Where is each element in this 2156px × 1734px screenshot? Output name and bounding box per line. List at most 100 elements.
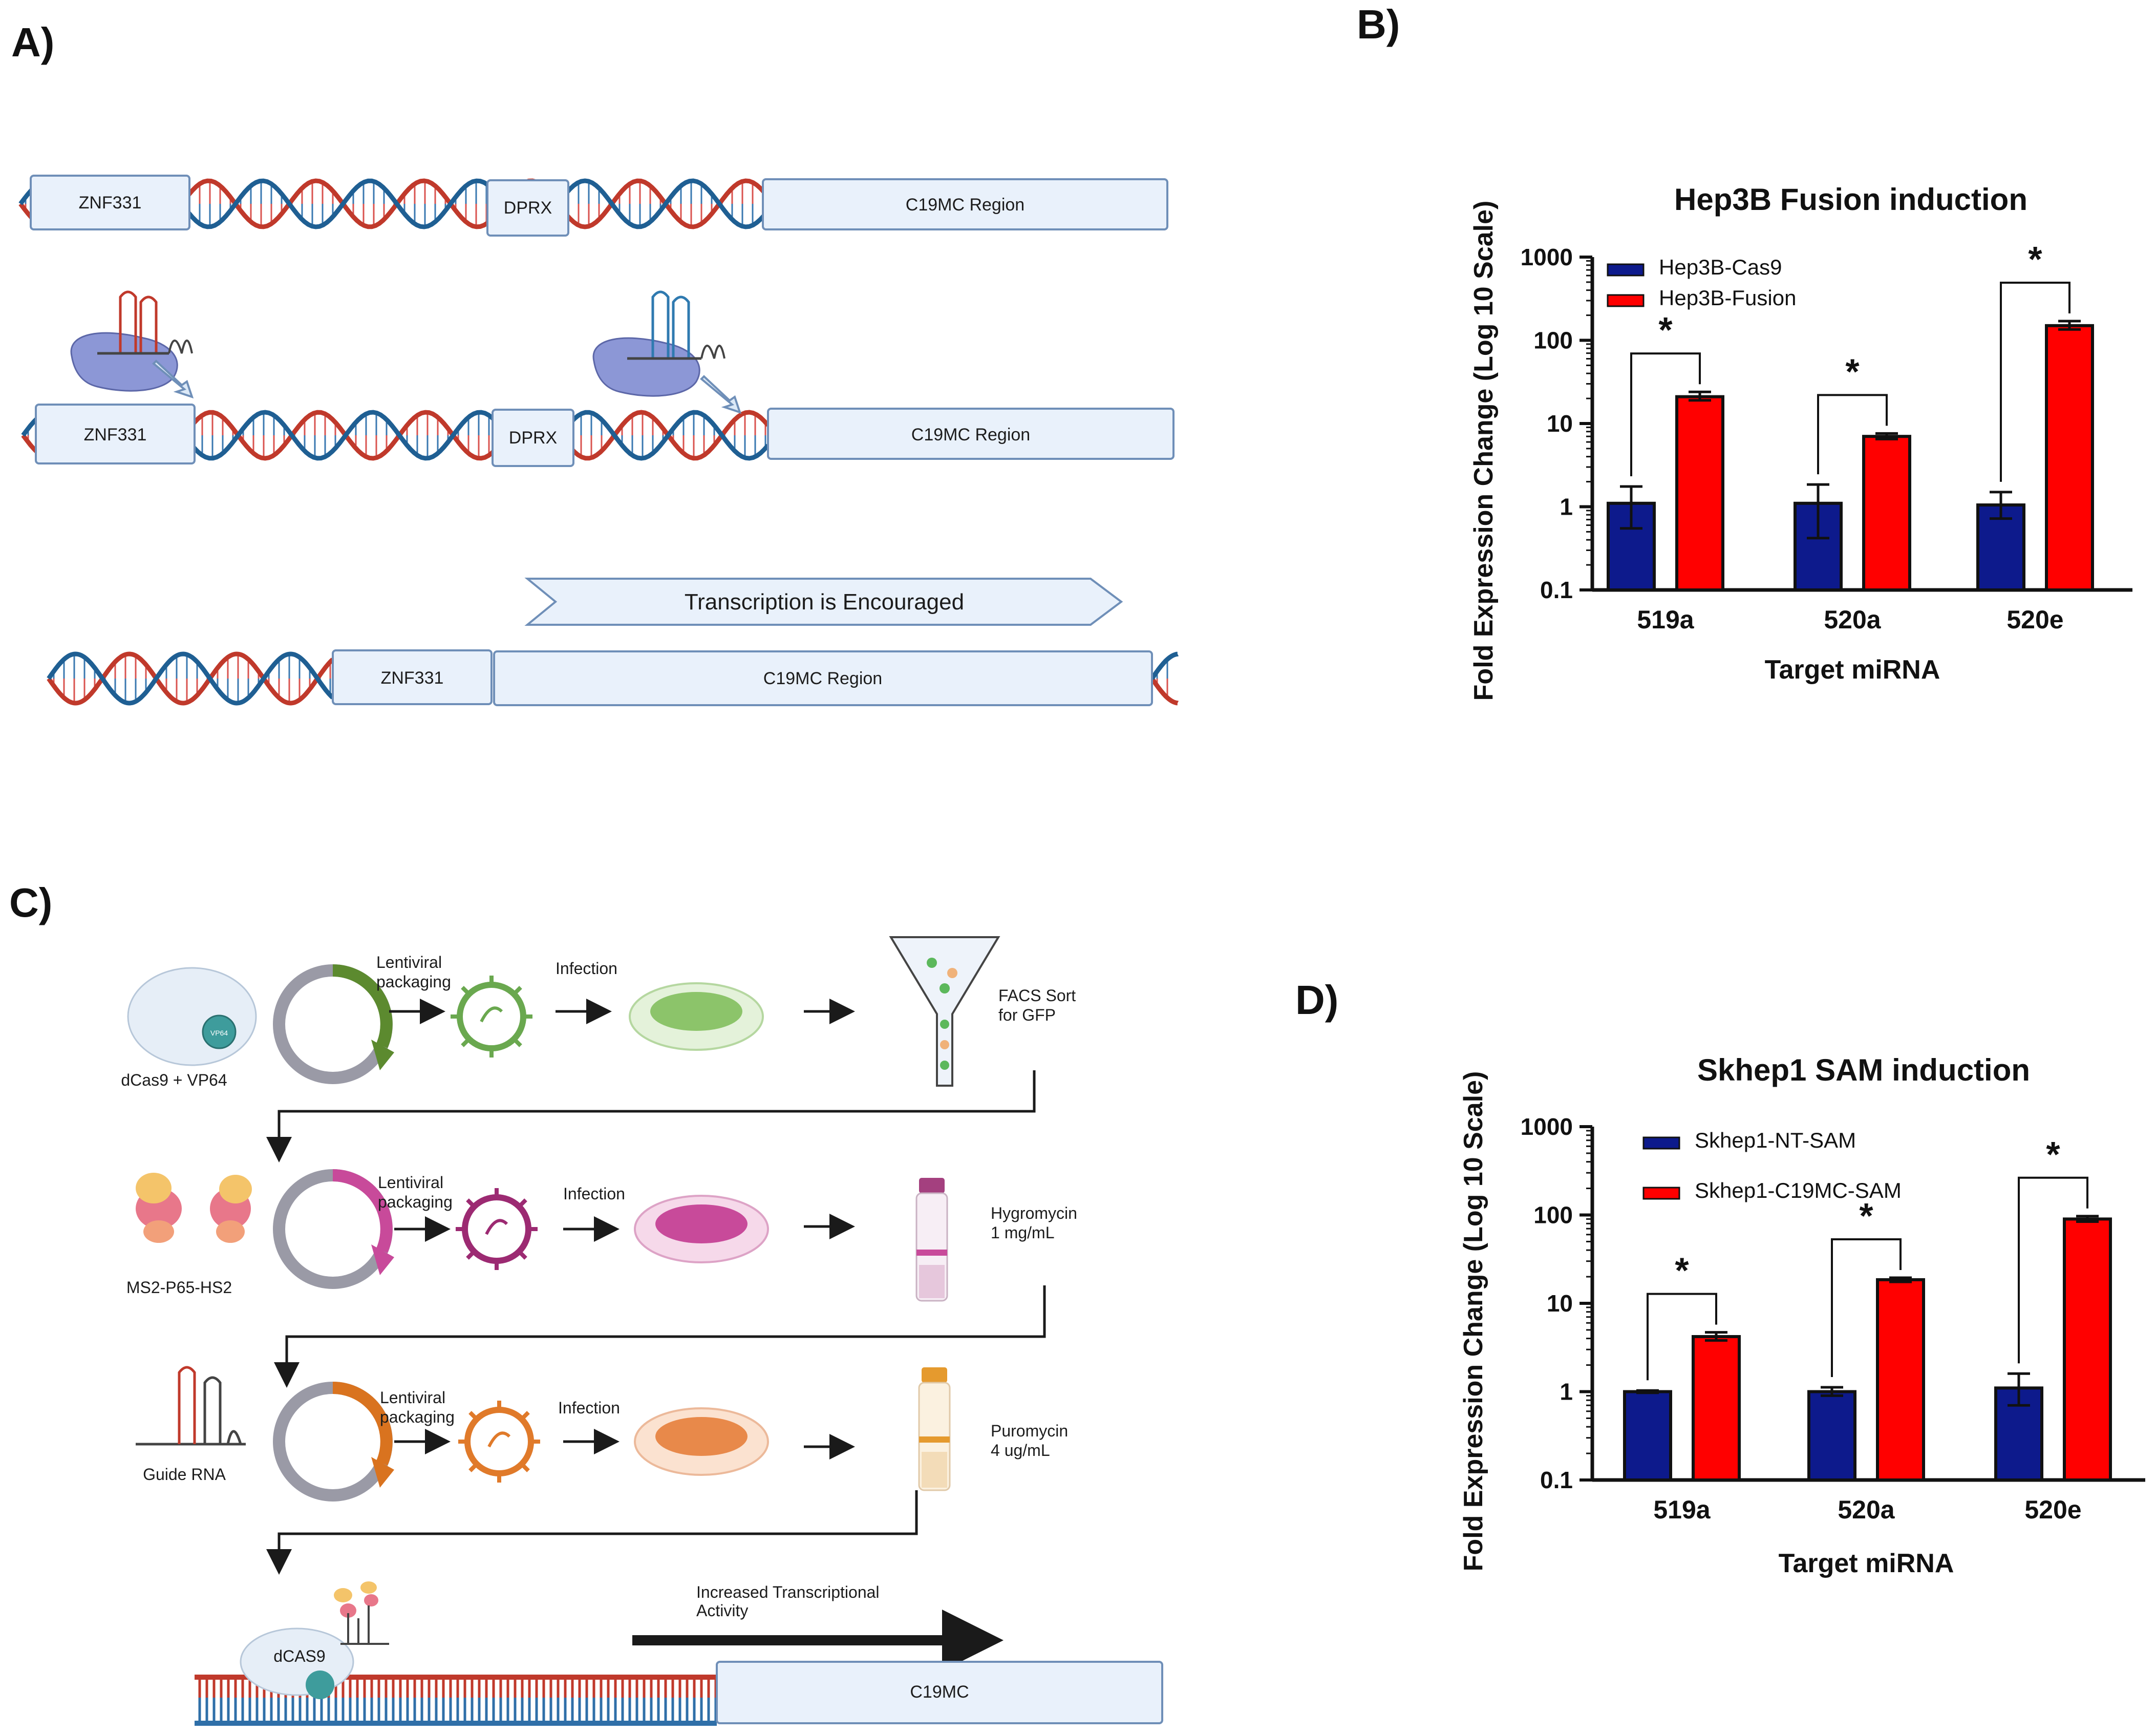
region-box-c19mc bbox=[762, 178, 1168, 230]
y-tick-label: 1 bbox=[1560, 1379, 1573, 1405]
x-tick-label: 520e bbox=[2024, 1495, 2081, 1524]
significance-star: * bbox=[1675, 1251, 1689, 1291]
x-axis-label: Target miRNA bbox=[1779, 1549, 1954, 1578]
panel-c-label: C) bbox=[9, 880, 52, 925]
significance-star: * bbox=[1845, 351, 1860, 391]
bar bbox=[1623, 1390, 1672, 1482]
panel-b-label: B) bbox=[1357, 2, 1400, 47]
dcas9-complex-icon bbox=[240, 1581, 389, 1699]
legend-swatch bbox=[1607, 294, 1645, 307]
y-tick-label: 1000 bbox=[1521, 244, 1573, 270]
x-axis-label: Target miRNA bbox=[1765, 655, 1940, 685]
significance-star: * bbox=[2046, 1134, 2060, 1174]
bar bbox=[2045, 324, 2094, 591]
significance-bracket bbox=[2018, 1176, 2088, 1364]
construct-label: Guide RNA bbox=[143, 1465, 226, 1484]
gene-box-dprx bbox=[492, 409, 574, 467]
y-tick-label: 1000 bbox=[1521, 1113, 1573, 1140]
cas9-complex-icon bbox=[70, 290, 194, 399]
gene-box-znf331 bbox=[35, 404, 196, 464]
construct-label: MS2-P65-HS2 bbox=[126, 1278, 232, 1297]
significance-star: * bbox=[1658, 310, 1673, 350]
chart-skhep1: Skhep1 SAM induction Fold Expression Cha… bbox=[1459, 1053, 2145, 1578]
dna-strand bbox=[1150, 651, 1179, 680]
panel-d-label: D) bbox=[1295, 977, 1338, 1023]
gene-label-znf331: ZNF331 bbox=[84, 425, 147, 445]
region-label-c19mc: C19MC Region bbox=[911, 425, 1030, 445]
chart-title: Skhep1 SAM induction bbox=[1697, 1053, 2030, 1087]
plasmid-icon bbox=[273, 964, 394, 1084]
plasmid-icon bbox=[273, 1382, 394, 1502]
chart-hep3b: Hep3B Fusion induction Fold Expression C… bbox=[1469, 182, 2132, 701]
region-box-c19mc bbox=[767, 408, 1175, 460]
gene-label-znf331: ZNF331 bbox=[381, 668, 444, 688]
bar bbox=[1807, 1390, 1856, 1482]
region-label-c19mc: C19MC Region bbox=[763, 669, 882, 688]
culture-dish-icon bbox=[629, 982, 764, 1051]
region-label-c19mc: C19MC Region bbox=[906, 195, 1024, 215]
flow-connector bbox=[266, 1070, 1036, 1162]
legend-label: Hep3B-Cas9 bbox=[1659, 255, 1782, 279]
y-tick-label: 10 bbox=[1547, 410, 1573, 437]
gene-box-znf331 bbox=[30, 175, 190, 230]
y-tick-label: 10 bbox=[1547, 1290, 1573, 1317]
bar bbox=[2063, 1217, 2112, 1482]
infection-label: Infection bbox=[558, 1399, 620, 1417]
bar bbox=[1675, 395, 1724, 591]
gene-box-znf331 bbox=[332, 649, 493, 705]
vp64-badge: VP64 bbox=[210, 1029, 228, 1037]
puromycin-vial-icon bbox=[918, 1367, 951, 1491]
y-axis-label: Fold Expression Change (Log 10 Scale) bbox=[1469, 201, 1499, 701]
target-label-c19mc: C19MC bbox=[910, 1682, 969, 1702]
virus-icon bbox=[451, 976, 532, 1058]
gene-label-dprx: DPRX bbox=[509, 428, 557, 448]
culture-dish-icon bbox=[634, 1407, 769, 1476]
guide-rna-icon bbox=[136, 1366, 246, 1446]
plasmid-icon bbox=[273, 1169, 394, 1289]
virus-icon bbox=[456, 1188, 538, 1270]
significance-bracket bbox=[1817, 394, 1888, 475]
dcas9-vp64-icon: VP64 bbox=[127, 967, 257, 1066]
legend-label: Hep3B-Fusion bbox=[1659, 286, 1796, 310]
significance-bracket bbox=[1831, 1238, 1902, 1378]
x-tick-label: 519a bbox=[1637, 605, 1694, 634]
legend-swatch bbox=[1607, 263, 1645, 277]
target-box-c19mc bbox=[716, 1661, 1163, 1724]
construct-label: dCas9 + VP64 bbox=[121, 1071, 227, 1089]
dna-helix bbox=[47, 651, 1179, 706]
x-tick-label: 519a bbox=[1653, 1495, 1711, 1524]
dna-strand bbox=[47, 651, 335, 706]
significance-bracket bbox=[1647, 1293, 1717, 1381]
gene-label-dprx: DPRX bbox=[504, 198, 552, 218]
chart-plot-area: 0.11101001000*519a*520a*520eHep3B-Cas9He… bbox=[1521, 239, 2132, 634]
hygromycin-vial-icon bbox=[915, 1178, 948, 1302]
gene-box-dprx bbox=[486, 179, 569, 237]
ms2-p65-hs2-icon bbox=[334, 1581, 378, 1618]
y-tick-label: 0.1 bbox=[1540, 1467, 1573, 1493]
infection-label: Infection bbox=[563, 1185, 625, 1203]
chart-plot-area: 0.1 1 10 100 1000 * 519a * 520a * 520e Skhep1-NT-SA… bbox=[1521, 1113, 2145, 1524]
infection-label: Infection bbox=[556, 959, 617, 978]
region-box-c19mc bbox=[493, 650, 1153, 706]
dna-strand bbox=[47, 651, 335, 706]
flow-connector bbox=[274, 1285, 1046, 1388]
significance-star: * bbox=[1859, 1196, 1873, 1236]
gene-label-znf331: ZNF331 bbox=[79, 193, 142, 213]
transcription-label: Transcription is Encouraged bbox=[685, 589, 964, 615]
y-tick-label: 1 bbox=[1560, 494, 1573, 520]
legend-label: Skhep1-NT-SAM bbox=[1695, 1128, 1856, 1152]
y-tick-label: 100 bbox=[1533, 327, 1573, 354]
significance-bracket bbox=[1630, 352, 1701, 477]
y-axis-label: Fold Expression Change (Log 10 Scale) bbox=[1459, 1071, 1488, 1572]
chart-title: Hep3B Fusion induction bbox=[1674, 182, 2027, 217]
y-tick-label: 100 bbox=[1533, 1202, 1573, 1229]
legend-swatch bbox=[1642, 1136, 1680, 1150]
x-tick-label: 520a bbox=[1824, 605, 1881, 634]
x-tick-label: 520a bbox=[1838, 1495, 1895, 1524]
